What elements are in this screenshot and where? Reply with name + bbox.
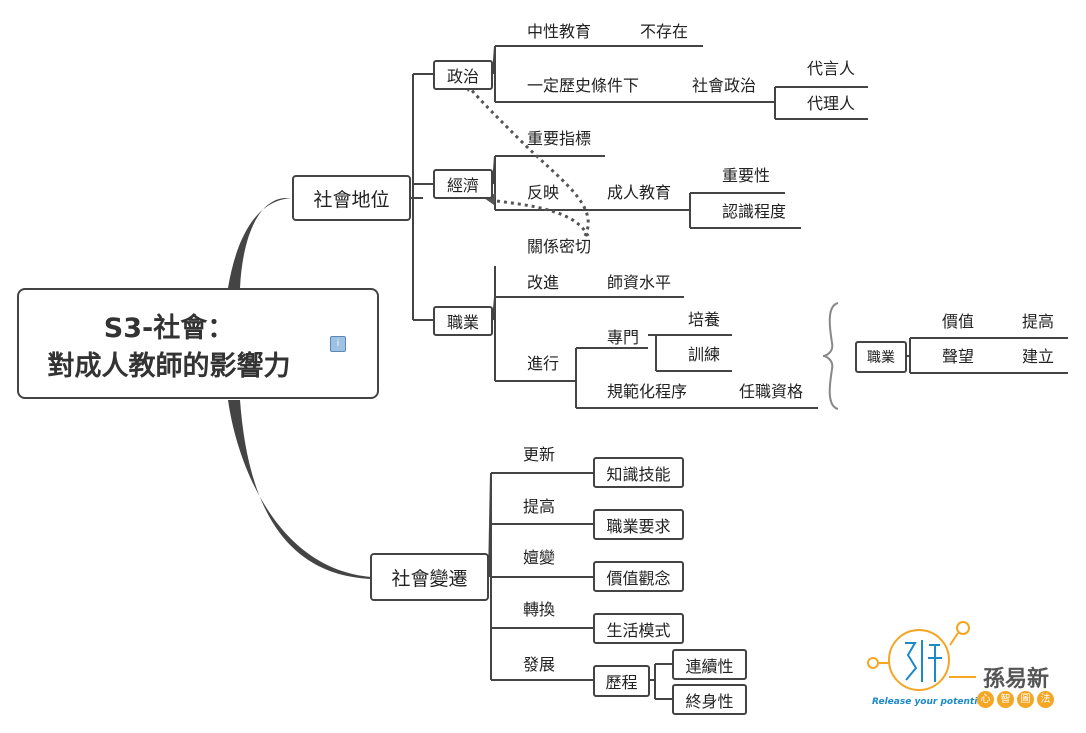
topic-course[interactable]: 歷程 xyxy=(593,665,650,697)
curly-bracket xyxy=(822,302,839,410)
label-specialized: 專門 xyxy=(607,328,640,347)
logo-chars: 心 智 圖 法 xyxy=(977,691,1054,708)
label-verb-raise: 提高 xyxy=(523,497,556,516)
logo-graphic xyxy=(867,621,976,691)
root-title-line2: 對成人教師的影響力 xyxy=(47,351,291,382)
branch-curve-status xyxy=(228,198,300,288)
label-importance: 重要性 xyxy=(722,166,771,185)
topic-continuity[interactable]: 連續性 xyxy=(672,649,747,680)
logo-slogan: Release your potential xyxy=(872,697,987,707)
label-close-relation: 關係密切 xyxy=(527,237,592,256)
topic-social-status[interactable]: 社會地位 xyxy=(292,175,411,221)
root-title-line1: S3-社會： xyxy=(103,313,235,344)
label-key-indicator: 重要指標 xyxy=(527,129,592,148)
label-cultivate: 培養 xyxy=(688,310,721,329)
topic-social-change[interactable]: 社會變遷 xyxy=(370,553,489,601)
label-train: 訓練 xyxy=(688,345,721,364)
topic-lifestyle[interactable]: 生活模式 xyxy=(593,613,684,644)
logo-char: 法 xyxy=(1037,691,1054,708)
label-value: 價值 xyxy=(942,312,975,331)
logo-char: 心 xyxy=(977,691,994,708)
topic-lifelong[interactable]: 終身性 xyxy=(672,684,747,715)
logo-char: 智 xyxy=(997,691,1014,708)
topic-values[interactable]: 價值觀念 xyxy=(593,561,684,592)
label-reputation: 聲望 xyxy=(942,347,975,366)
label-adult-edu: 成人教育 xyxy=(607,183,672,202)
logo-char: 圖 xyxy=(1017,691,1034,708)
branch-curve-change xyxy=(228,400,372,579)
label-raise: 提高 xyxy=(1022,312,1055,331)
label-reflect: 反映 xyxy=(527,183,560,202)
label-verb-renew: 更新 xyxy=(523,445,556,464)
topic-politics[interactable]: 政治 xyxy=(433,60,493,90)
topic-job-requirement[interactable]: 職業要求 xyxy=(593,509,684,540)
topic-knowledge[interactable]: 知識技能 xyxy=(593,457,684,488)
label-agent: 代理人 xyxy=(807,94,856,113)
topic-economy[interactable]: 經濟 xyxy=(433,169,493,199)
label-verb-evolve: 嬗變 xyxy=(523,548,556,567)
label-standardize: 規範化程序 xyxy=(607,382,688,401)
label-neutral-edu: 中性教育 xyxy=(527,22,592,41)
label-verb-develop: 發展 xyxy=(523,655,556,674)
label-verb-transform: 轉換 xyxy=(523,600,556,619)
topic-career[interactable]: 職業 xyxy=(855,341,907,373)
topic-profession[interactable]: 職業 xyxy=(433,306,493,336)
relation-arrow xyxy=(463,81,590,237)
label-proceed: 進行 xyxy=(527,354,560,373)
label-social-politics: 社會政治 xyxy=(692,76,757,95)
label-teacher-level: 師資水平 xyxy=(607,273,672,292)
label-establish: 建立 xyxy=(1022,347,1055,366)
label-spokesperson: 代言人 xyxy=(807,59,856,78)
label-historical: 一定歷史條件下 xyxy=(527,76,640,95)
logo-name: 孫易新 xyxy=(983,667,1050,692)
label-improve: 改進 xyxy=(527,273,560,292)
root-topic[interactable]: S3-社會： 對成人教師的影響力 i xyxy=(17,288,379,399)
note-icon[interactable]: i xyxy=(330,336,346,352)
label-not-exist: 不存在 xyxy=(640,22,689,41)
label-awareness: 認識程度 xyxy=(722,202,787,221)
label-qualification: 任職資格 xyxy=(739,382,804,401)
